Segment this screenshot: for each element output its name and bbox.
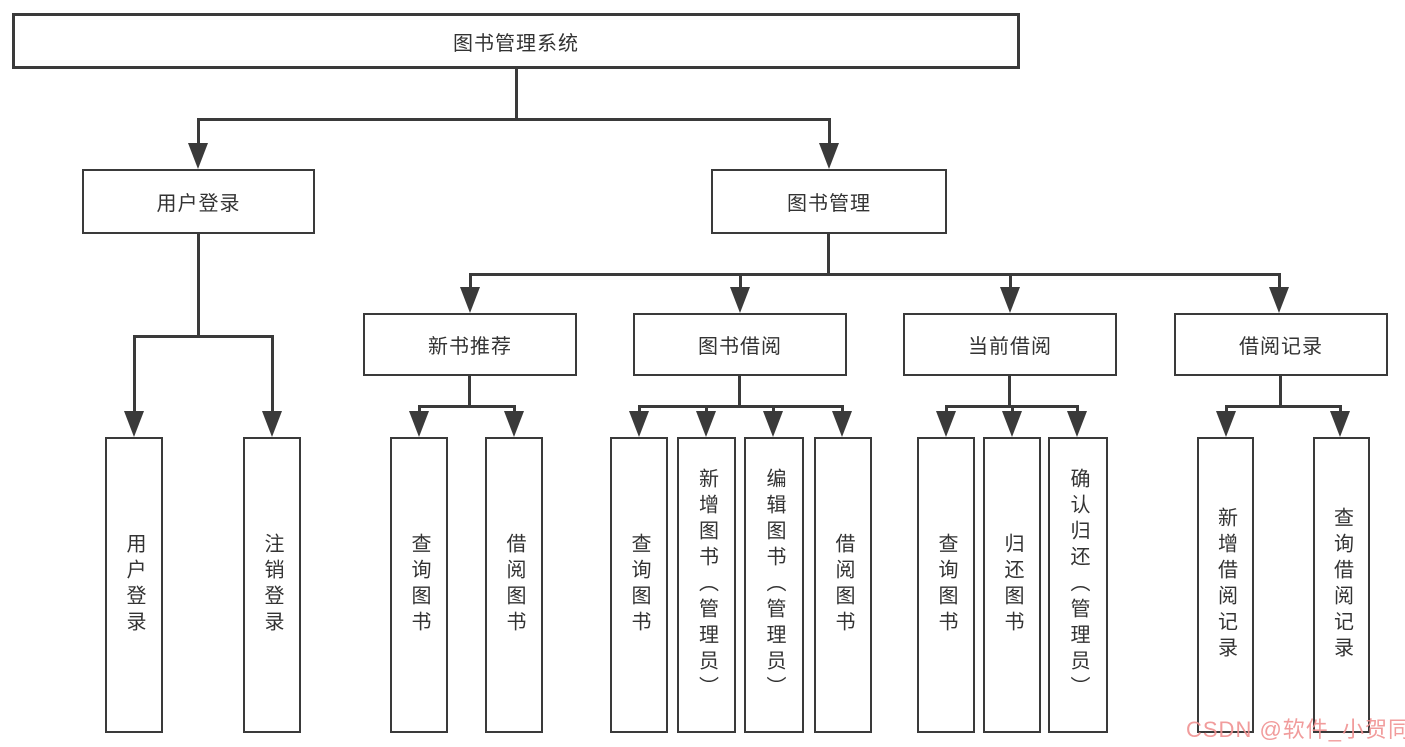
arrow-down-icon xyxy=(629,411,649,437)
leaf-label: 新增借阅记录 xyxy=(1214,507,1237,663)
leaf-borrow-query-book: 查询图书 xyxy=(610,437,668,733)
connector-line xyxy=(513,405,516,414)
leaf-label: 查询图书 xyxy=(408,533,430,637)
node-book-borrow: 图书借阅 xyxy=(633,313,847,376)
leaf-label: 查询图书 xyxy=(935,533,957,637)
arrow-down-icon xyxy=(763,411,783,437)
connector-line xyxy=(772,405,775,414)
leaf-label: 查询借阅记录 xyxy=(1330,507,1353,663)
csdn-watermark: CSDN @软件_小贺同学 xyxy=(1186,717,1405,742)
node-library-system: 图书管理系统 xyxy=(12,13,1020,69)
leaf-user-login: 用户登录 xyxy=(105,437,163,733)
connector-line xyxy=(469,273,1281,276)
leaf-borrow-borrow-book: 借阅图书 xyxy=(814,437,872,733)
connector-line xyxy=(1009,273,1012,289)
node-current-borrow: 当前借阅 xyxy=(903,313,1117,376)
arrow-down-icon xyxy=(409,411,429,437)
connector-line xyxy=(841,405,844,414)
connector-line xyxy=(418,405,516,408)
arrow-down-icon xyxy=(504,411,524,437)
leaf-records-query-record: 查询借阅记录 xyxy=(1313,437,1370,733)
node-label: 图书借阅 xyxy=(698,336,782,358)
node-borrow-records: 借阅记录 xyxy=(1174,313,1388,376)
connector-line xyxy=(828,118,831,145)
arrow-down-icon xyxy=(1002,411,1022,437)
leaf-label: 借阅图书 xyxy=(832,533,854,637)
arrow-down-icon xyxy=(1000,287,1020,313)
arrow-down-icon xyxy=(460,287,480,313)
connector-line xyxy=(739,273,742,289)
connector-line xyxy=(515,69,518,119)
leaf-records-add-record: 新增借阅记录 xyxy=(1197,437,1254,733)
connector-line xyxy=(1279,376,1282,407)
connector-line xyxy=(197,118,831,121)
leaf-label: 编辑图书（管理员） xyxy=(763,468,785,702)
node-label: 图书管理 xyxy=(787,193,871,215)
leaf-newrec-query-book: 查询图书 xyxy=(390,437,448,733)
node-label: 用户登录 xyxy=(156,193,241,215)
arrow-down-icon xyxy=(262,411,282,437)
arrow-down-icon xyxy=(832,411,852,437)
leaf-label: 查询图书 xyxy=(628,533,650,637)
connector-line xyxy=(945,405,948,414)
connector-line xyxy=(197,234,200,337)
leaf-logout: 注销登录 xyxy=(243,437,301,733)
connector-line xyxy=(133,335,274,338)
connector-line xyxy=(271,335,274,413)
connector-line xyxy=(705,405,708,414)
node-label: 新书推荐 xyxy=(428,336,512,358)
connector-line xyxy=(738,376,741,407)
leaf-current-confirm-return-admin: 确认归还（管理员） xyxy=(1048,437,1108,733)
arrow-down-icon xyxy=(730,287,750,313)
node-new-book-recommend: 新书推荐 xyxy=(363,313,577,376)
arrow-down-icon xyxy=(819,143,839,169)
connector-line xyxy=(133,335,136,413)
leaf-label: 用户登录 xyxy=(123,533,145,637)
leaf-current-return-book: 归还图书 xyxy=(983,437,1041,733)
leaf-label: 新增图书（管理员） xyxy=(695,468,718,702)
connector-line xyxy=(827,234,830,276)
leaf-borrow-edit-book-admin: 编辑图书（管理员） xyxy=(744,437,804,733)
leaf-label: 借阅图书 xyxy=(503,533,525,637)
connector-line xyxy=(638,405,641,414)
leaf-label: 确认归还（管理员） xyxy=(1067,468,1089,702)
connector-line xyxy=(469,273,472,289)
arrow-down-icon xyxy=(1216,411,1236,437)
leaf-label: 注销登录 xyxy=(261,533,283,637)
node-book-management: 图书管理 xyxy=(711,169,947,234)
arrow-down-icon xyxy=(696,411,716,437)
leaf-current-query-book: 查询图书 xyxy=(917,437,975,733)
leaf-newrec-borrow-book: 借阅图书 xyxy=(485,437,543,733)
node-label: 当前借阅 xyxy=(968,336,1052,358)
arrow-down-icon xyxy=(124,411,144,437)
arrow-down-icon xyxy=(188,143,208,169)
connector-line xyxy=(1011,405,1014,414)
arrow-down-icon xyxy=(1269,287,1289,313)
connector-line xyxy=(638,405,844,408)
connector-line xyxy=(1339,405,1342,414)
arrow-down-icon xyxy=(1330,411,1350,437)
leaf-borrow-add-book-admin: 新增图书（管理员） xyxy=(677,437,736,733)
arrow-down-icon xyxy=(936,411,956,437)
connector-line xyxy=(1225,405,1342,408)
connector-line xyxy=(468,376,471,407)
connector-line xyxy=(1076,405,1079,414)
arrow-down-icon xyxy=(1067,411,1087,437)
connector-line xyxy=(1278,273,1281,289)
connector-line xyxy=(1008,376,1011,407)
connector-line xyxy=(1225,405,1228,414)
connector-line xyxy=(418,405,421,414)
node-label: 借阅记录 xyxy=(1239,336,1323,358)
node-label: 图书管理系统 xyxy=(453,32,579,55)
node-user-login: 用户登录 xyxy=(82,169,315,234)
connector-line xyxy=(197,118,200,145)
leaf-label: 归还图书 xyxy=(1001,533,1023,637)
